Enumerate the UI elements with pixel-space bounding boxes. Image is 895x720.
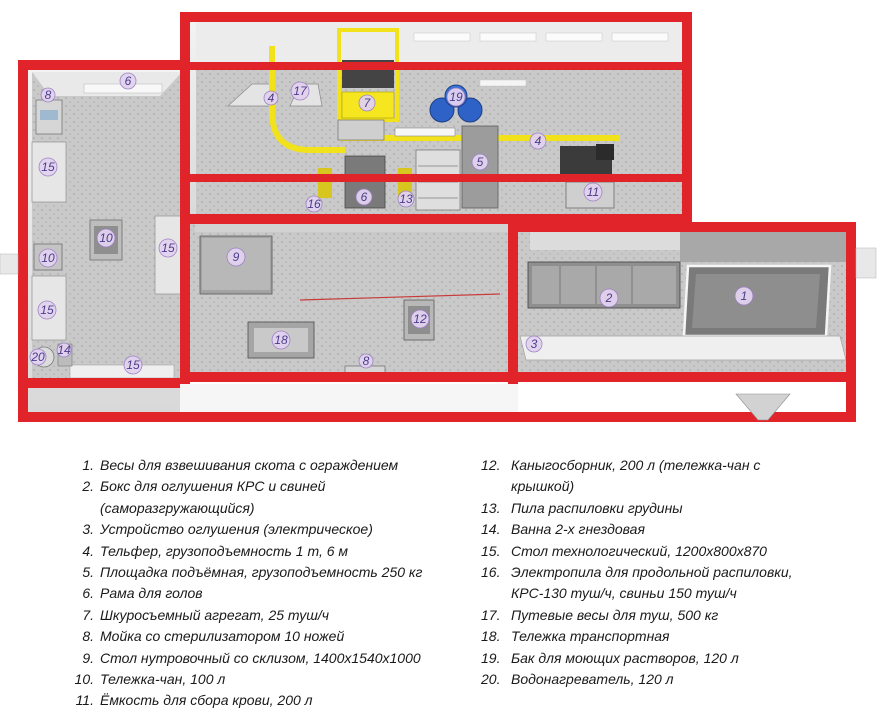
floor-plan: 1 2 3 4 4 5 6 6 7 8 8 9 10 10 11 12 13 1…	[0, 12, 877, 422]
callout-17: 17	[290, 81, 310, 101]
legend-item-8: 8.Мойка со стерилизатором 10 ножей	[82, 628, 345, 645]
legend-item-7: 7.Шкуросъемный агрегат, 25 туш/ч	[82, 606, 330, 623]
callout-9: 9	[226, 247, 246, 267]
callout-4b: 4	[529, 132, 547, 150]
svg-text:6: 6	[125, 74, 132, 88]
legend-item-16: 16.Электропила для продольной распиловки…	[481, 564, 793, 602]
svg-text:7: 7	[364, 96, 372, 110]
legend-item-19: 19.Бак для моющих растворов, 120 л	[481, 649, 739, 666]
svg-text:12: 12	[413, 312, 427, 326]
svg-text:8: 8	[45, 88, 52, 102]
callout-15c: 15	[37, 300, 57, 320]
legend-item-4: 4.Тельфер, грузоподъемность 1 т, 6 м	[82, 542, 349, 559]
svg-text:1: 1	[741, 289, 748, 303]
legend-item-10: 10.Тележка-чан, 100 л	[74, 671, 226, 688]
legend-item-11: 11.Ёмкость для сбора крови, 200 л	[75, 692, 313, 709]
callout-15d: 15	[123, 355, 143, 375]
legend-item-13: 13.Пила распиловки грудины	[481, 499, 683, 516]
svg-text:8: 8	[363, 354, 370, 368]
legend-item-9: 9.Стол нутровочный со склизом, 1400х1540…	[82, 649, 421, 666]
legend-item-15: 15.Стол технологический, 1200х800х870	[481, 542, 767, 559]
legend-item-1: 1.Весы для взвешивания скота с ограждени…	[82, 457, 399, 473]
callout-2: 2	[599, 288, 619, 308]
legend-item-18: 18.Тележка транспортная	[481, 628, 670, 645]
callout-8b: 8	[358, 353, 374, 369]
right-fitting	[855, 247, 877, 279]
svg-text:6: 6	[361, 190, 368, 204]
svg-text:10: 10	[41, 251, 55, 265]
callout-12: 12	[410, 309, 430, 329]
callout-13: 13	[397, 190, 415, 208]
left-fitting	[0, 253, 19, 275]
callout-10a: 10	[96, 228, 116, 248]
legend-item-14: 14.Ванна 2-х гнездовая	[481, 521, 645, 538]
svg-text:15: 15	[40, 303, 54, 317]
right-module	[508, 222, 856, 422]
legend-item-5: 5.Площадка подъёмная, грузоподъемность 2…	[82, 564, 423, 581]
callout-4a: 4	[263, 90, 279, 106]
svg-text:18: 18	[274, 333, 288, 347]
svg-text:14: 14	[57, 343, 71, 357]
svg-text:9: 9	[233, 250, 240, 264]
callout-3: 3	[525, 335, 543, 353]
legend-right-column: 12.Каныгосборник, 200 л (тележка-чан с к…	[481, 455, 881, 690]
svg-text:5: 5	[477, 155, 484, 169]
callout-1: 1	[734, 286, 754, 306]
callout-10b: 10	[38, 248, 58, 268]
callout-7: 7	[358, 94, 376, 112]
callout-19: 19	[446, 87, 466, 107]
svg-text:19: 19	[449, 90, 463, 104]
svg-text:2: 2	[605, 291, 613, 305]
svg-text:17: 17	[293, 84, 308, 98]
svg-text:16: 16	[307, 197, 321, 211]
svg-text:15: 15	[161, 241, 175, 255]
legend-item-3: 3.Устройство оглушения (электрическое)	[82, 521, 373, 538]
svg-text:15: 15	[41, 160, 55, 174]
svg-text:3: 3	[531, 337, 538, 351]
svg-text:4: 4	[535, 134, 542, 148]
callout-6: 6	[119, 72, 137, 90]
svg-text:10: 10	[99, 231, 113, 245]
callout-18: 18	[271, 330, 291, 350]
callout-14: 14	[56, 342, 72, 358]
legend-item-2: 2.Бокс для оглушения КРС и свиней (самор…	[82, 478, 326, 516]
legend-item-6: 6.Рама для голов	[82, 585, 203, 602]
equipment-legend: 1.Весы для взвешивания скота с ограждени…	[0, 455, 895, 717]
callout-5: 5	[471, 153, 489, 171]
callout-20: 20	[29, 348, 47, 366]
svg-text:20: 20	[30, 350, 45, 364]
callout-6b: 6	[355, 188, 373, 206]
svg-text:15: 15	[126, 358, 140, 372]
callout-11: 11	[583, 182, 603, 202]
legend-item-12: 12.Каныгосборник, 200 л (тележка-чан с к…	[481, 457, 761, 495]
callout-15a: 15	[38, 157, 58, 177]
svg-text:4: 4	[268, 91, 275, 105]
legend-left-column: 1.Весы для взвешивания скота с ограждени…	[72, 455, 477, 712]
callout-15b: 15	[158, 238, 178, 258]
top-module	[180, 12, 692, 232]
callout-16: 16	[305, 195, 323, 213]
legend-item-20: 20.Водонагреватель, 120 л	[481, 671, 674, 688]
svg-text:11: 11	[587, 185, 599, 199]
svg-text:13: 13	[399, 192, 413, 206]
legend-item-17: 17.Путевые весы для туш, 500 кг	[481, 606, 719, 623]
callout-8a: 8	[40, 87, 56, 103]
